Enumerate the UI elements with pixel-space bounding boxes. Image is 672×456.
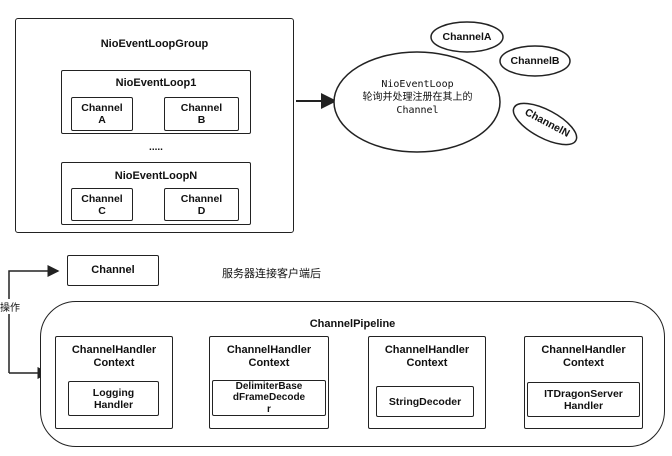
operation-to-channel-arrow	[8, 265, 60, 373]
server-handler-box: ITDragonServer Handler	[527, 382, 640, 417]
channel-a-bubble-label: ChannelA	[442, 31, 492, 43]
ellipsis-dots: .....	[149, 142, 163, 153]
event-loop-bubble-line2: 轮询并处理注册在其上的	[362, 92, 473, 103]
channel-b-bubble-label: ChannelB	[510, 55, 560, 67]
event-loop-n-title: NioEventLoopN	[114, 170, 198, 182]
handler-context-title: ChannelHandler Context	[384, 344, 470, 369]
delimiter-decoder-box: DelimiterBase dFrameDecode r	[212, 380, 326, 416]
handler-context-title: ChannelHandler Context	[71, 344, 157, 369]
event-loop-group-title: NioEventLoopGroup	[100, 38, 209, 50]
channel-box: Channel	[67, 255, 159, 286]
channel-n-bubble-shape	[512, 102, 578, 146]
handler-context-title: ChannelHandler Context	[226, 344, 312, 369]
event-loop-1-title: NioEventLoop1	[115, 77, 197, 89]
channel-c-box: Channel C	[71, 188, 133, 221]
event-loop-bubble-shape	[333, 51, 501, 153]
string-decoder-box: StringDecoder	[376, 386, 474, 417]
event-loop-bubble-line1: NioEventLoop	[381, 79, 454, 90]
channel-d-box: Channel D	[164, 188, 239, 221]
after-connect-label: 服务器连接客户端后	[222, 267, 321, 280]
channel-b-bubble-shape	[499, 45, 571, 77]
event-loop-bubble-line3: Channel	[396, 105, 439, 116]
logging-handler-box: Logging Handler	[68, 381, 159, 416]
event-loop-bubble: NioEventLoop 轮询并处理注册在其上的 Channel	[336, 78, 499, 117]
channel-a-bubble-shape	[430, 21, 504, 53]
operation-label: 操作	[0, 299, 20, 314]
channel-a-box: Channel A	[71, 97, 133, 131]
channel-pipeline-title: ChannelPipeline	[309, 318, 396, 330]
handler-context-title: ChannelHandler Context	[541, 344, 626, 369]
channel-b-box: Channel B	[164, 97, 239, 131]
